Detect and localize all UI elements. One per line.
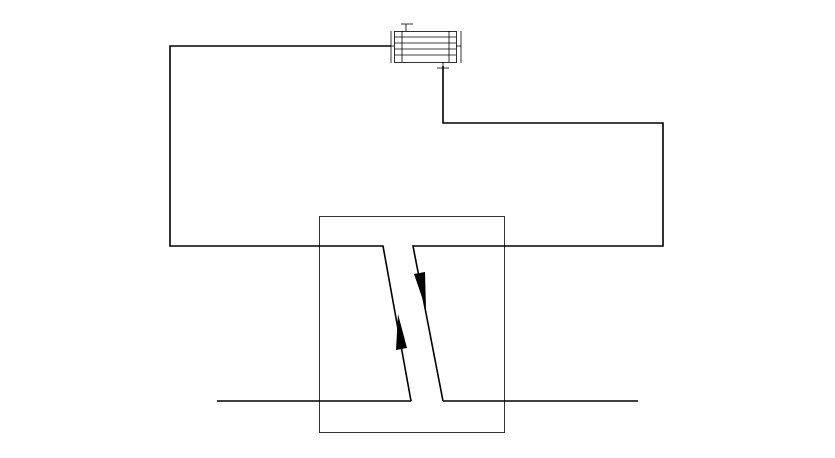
heat-exchanger — [390, 23, 462, 69]
flow-arrow-up — [396, 314, 407, 350]
return-pipe — [169, 45, 412, 402]
enclosure-box — [319, 216, 505, 433]
flow-arrow-down — [414, 272, 426, 309]
supply-pipe — [412, 66, 664, 402]
